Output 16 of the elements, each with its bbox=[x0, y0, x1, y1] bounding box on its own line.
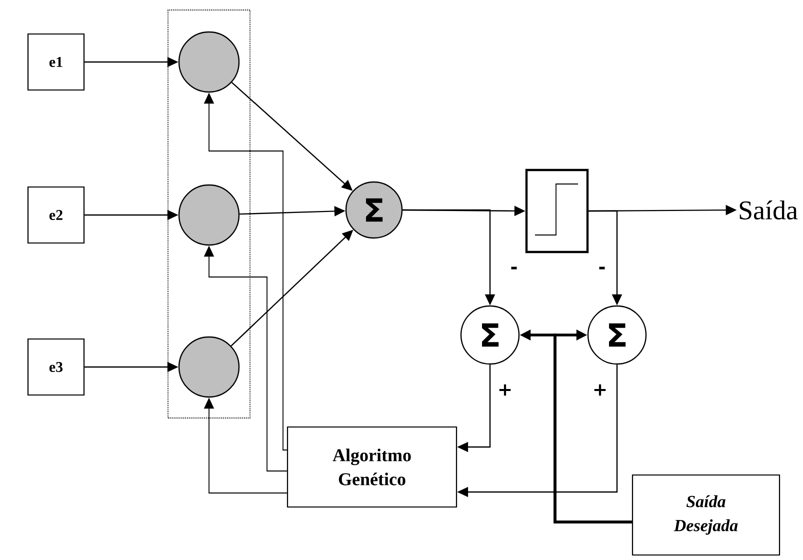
input-box: e3 bbox=[27, 338, 85, 396]
input-box: e2 bbox=[27, 186, 85, 244]
output-text: Saída bbox=[740, 200, 798, 220]
algorithm-box: Algoritmo Genético bbox=[286, 426, 458, 508]
dotted-group-box bbox=[168, 10, 250, 418]
arrow bbox=[554, 330, 632, 524]
input-box: e1 bbox=[27, 33, 85, 91]
neuron-circle bbox=[178, 184, 240, 246]
sign-label: - bbox=[597, 266, 607, 274]
desired-output-box: Saída Desejada bbox=[632, 474, 780, 556]
sign-label: + bbox=[496, 383, 514, 397]
neuron-circle bbox=[178, 31, 240, 93]
sign-label: + bbox=[591, 383, 609, 397]
neuron-circle bbox=[178, 336, 240, 398]
step-function-box bbox=[525, 168, 589, 254]
sign-label: - bbox=[509, 266, 519, 274]
